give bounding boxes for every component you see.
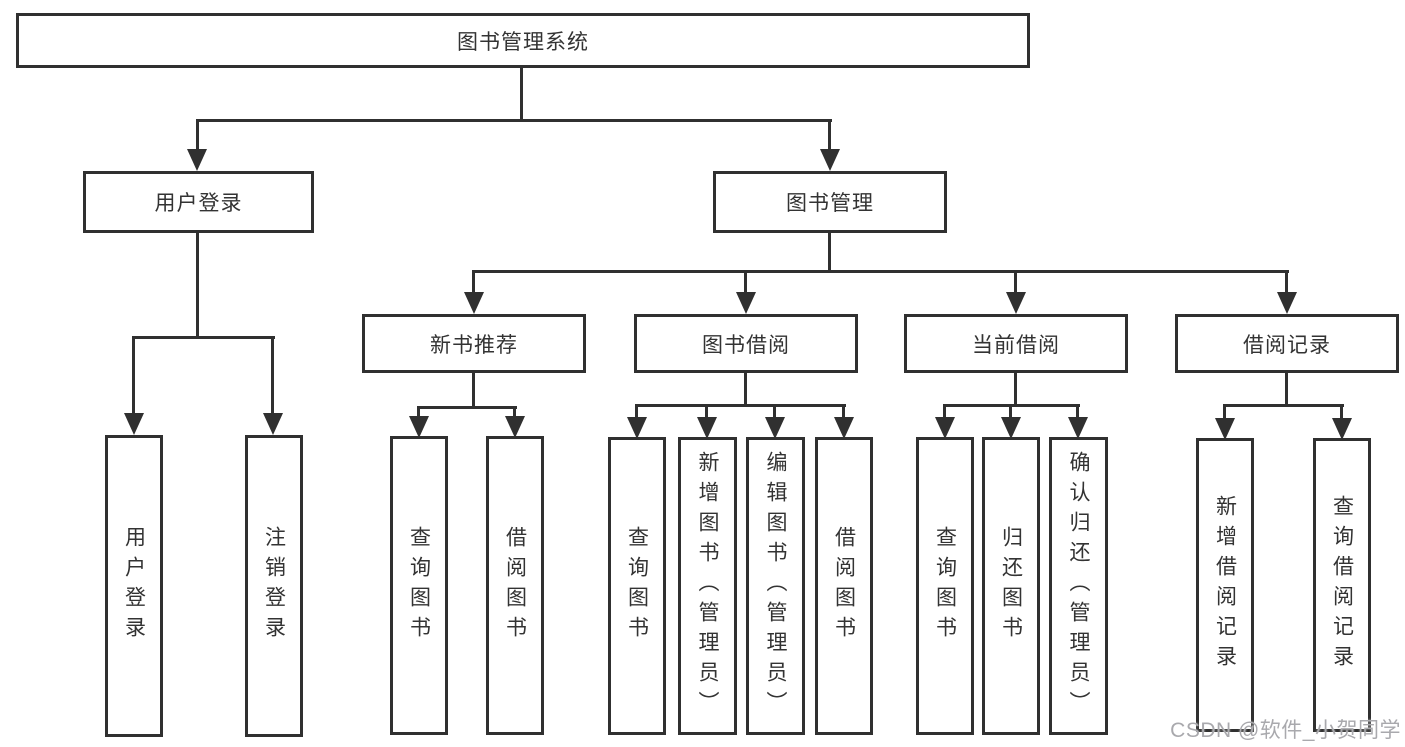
connector-line — [271, 336, 274, 414]
connector-line — [472, 270, 475, 294]
leaf-logout: 注销登录 — [245, 435, 303, 737]
connector-line — [1223, 404, 1226, 420]
arrow-down-icon — [464, 292, 484, 314]
connector-line — [1285, 270, 1288, 294]
leaf-user-login: 用户登录 — [105, 435, 163, 737]
leaf-query-books-current: 查询图书 — [916, 437, 974, 735]
connector-line — [132, 336, 135, 414]
leaf-borrow-books-recommend: 借阅图书 — [486, 436, 544, 735]
connector-line — [513, 406, 516, 418]
connector-line — [472, 373, 475, 409]
connector-line — [1223, 404, 1344, 407]
connector-line — [1014, 373, 1017, 407]
arrow-down-icon — [834, 417, 854, 439]
arrow-down-icon — [263, 413, 283, 435]
node-book-management: 图书管理 — [713, 171, 947, 233]
leaf-return-books: 归还图书 — [982, 437, 1040, 735]
arrow-down-icon — [187, 149, 207, 171]
node-user-login: 用户登录 — [83, 171, 314, 233]
connector-line — [828, 233, 831, 273]
connector-line — [472, 270, 1289, 273]
connector-line — [417, 406, 420, 418]
leaf-add-books-admin: 新增图书（管理员） — [678, 437, 737, 735]
connector-line — [943, 404, 946, 419]
connector-line — [828, 119, 831, 151]
leaf-query-borrow-record: 查询借阅记录 — [1313, 438, 1371, 732]
arrow-down-icon — [627, 417, 647, 439]
arrow-down-icon — [820, 149, 840, 171]
arrow-down-icon — [697, 417, 717, 439]
leaf-confirm-return-admin: 确认归还（管理员） — [1049, 437, 1108, 735]
leaf-query-books-borrowing: 查询图书 — [608, 437, 666, 735]
connector-line — [520, 68, 523, 119]
connector-line — [196, 233, 199, 337]
arrow-down-icon — [1006, 292, 1026, 314]
connector-line — [773, 404, 776, 419]
connector-line — [1009, 404, 1012, 419]
connector-line — [1014, 270, 1017, 294]
connector-line — [196, 119, 199, 151]
leaf-borrow-books: 借阅图书 — [815, 437, 873, 735]
arrow-down-icon — [765, 417, 785, 439]
arrow-down-icon — [1001, 417, 1021, 439]
connector-line — [744, 373, 747, 407]
connector-line — [1285, 373, 1288, 407]
arrow-down-icon — [935, 417, 955, 439]
csdn-watermark: CSDN @软件_小贺同学 — [1170, 719, 1401, 742]
leaf-query-books-recommend: 查询图书 — [390, 436, 448, 735]
connector-line — [1076, 404, 1079, 419]
arrow-down-icon — [1277, 292, 1297, 314]
connector-line — [635, 404, 638, 419]
connector-line — [705, 404, 708, 419]
connector-line — [744, 270, 747, 294]
node-current-borrowing: 当前借阅 — [904, 314, 1128, 373]
node-borrow-records: 借阅记录 — [1175, 314, 1399, 373]
arrow-down-icon — [1068, 417, 1088, 439]
node-new-book-recommend: 新书推荐 — [362, 314, 586, 373]
leaf-edit-books-admin: 编辑图书（管理员） — [746, 437, 805, 735]
connector-line — [133, 336, 275, 339]
connector-line — [417, 406, 517, 409]
node-library-management-system: 图书管理系统 — [16, 13, 1030, 68]
arrow-down-icon — [1332, 418, 1352, 440]
connector-line — [635, 404, 846, 407]
arrow-down-icon — [736, 292, 756, 314]
arrow-down-icon — [409, 416, 429, 438]
connector-line — [196, 119, 832, 122]
connector-line — [1340, 404, 1343, 420]
arrow-down-icon — [1215, 418, 1235, 440]
arrow-down-icon — [505, 416, 525, 438]
node-book-borrowing: 图书借阅 — [634, 314, 858, 373]
arrow-down-icon — [124, 413, 144, 435]
connector-line — [842, 404, 845, 419]
leaf-add-borrow-record: 新增借阅记录 — [1196, 438, 1254, 732]
